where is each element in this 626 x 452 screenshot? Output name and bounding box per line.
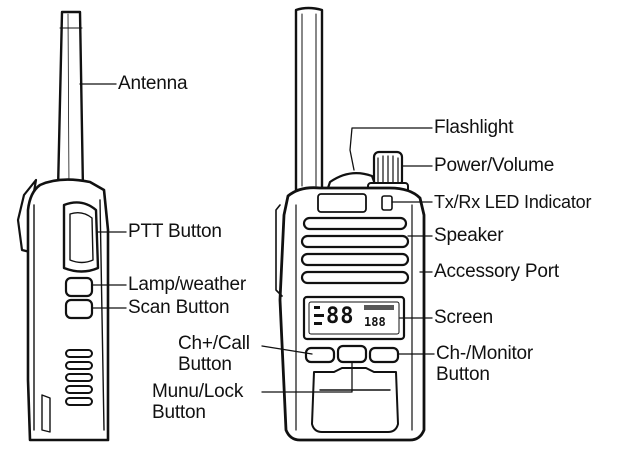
led-indicator xyxy=(381,195,393,211)
label-ptt-button: PTT Button xyxy=(128,221,222,242)
label-ch-plus-call-line2: Button xyxy=(178,354,232,375)
ch-minus-button-shape xyxy=(368,346,400,364)
ch-plus-button-shape xyxy=(304,346,336,364)
label-ch-minus-monitor-line1: Ch-/Monitor xyxy=(436,343,534,364)
label-menu-lock-line2: Button xyxy=(152,402,206,423)
side-antenna-icon xyxy=(56,10,85,192)
label-flashlight: Flashlight xyxy=(434,117,514,138)
side-grill xyxy=(65,349,93,406)
label-scan-button: Scan Button xyxy=(128,297,230,318)
front-antenna-icon xyxy=(294,6,324,192)
scan-button-shape xyxy=(64,298,94,320)
label-menu-lock-line1: Munu/Lock xyxy=(152,381,244,402)
label-power-volume: Power/Volume xyxy=(434,155,555,176)
screen-small-digits: 188 xyxy=(364,315,386,329)
label-antenna: Antenna xyxy=(118,73,188,94)
label-ch-minus-monitor-line2: Button xyxy=(436,364,490,385)
label-lamp-weather: Lamp/weather xyxy=(128,274,247,295)
ptt-button-shape xyxy=(62,201,100,273)
battery-compartment xyxy=(311,367,399,433)
label-screen: Screen xyxy=(434,307,494,328)
front-view-radio xyxy=(275,6,426,442)
label-accessory-port: Accessory Port xyxy=(434,261,559,282)
screen-big-digits: 88 xyxy=(326,304,355,329)
lamp-button-shape xyxy=(64,276,94,298)
leader-lines xyxy=(79,83,435,393)
side-view-radio xyxy=(16,10,110,442)
label-speaker: Speaker xyxy=(434,225,504,246)
label-tx-rx-led: Tx/Rx LED Indicator xyxy=(434,192,592,212)
speaker-grill xyxy=(300,216,410,285)
menu-button-shape xyxy=(336,344,368,364)
label-ch-plus-call-line1: Ch+/Call xyxy=(178,333,250,354)
